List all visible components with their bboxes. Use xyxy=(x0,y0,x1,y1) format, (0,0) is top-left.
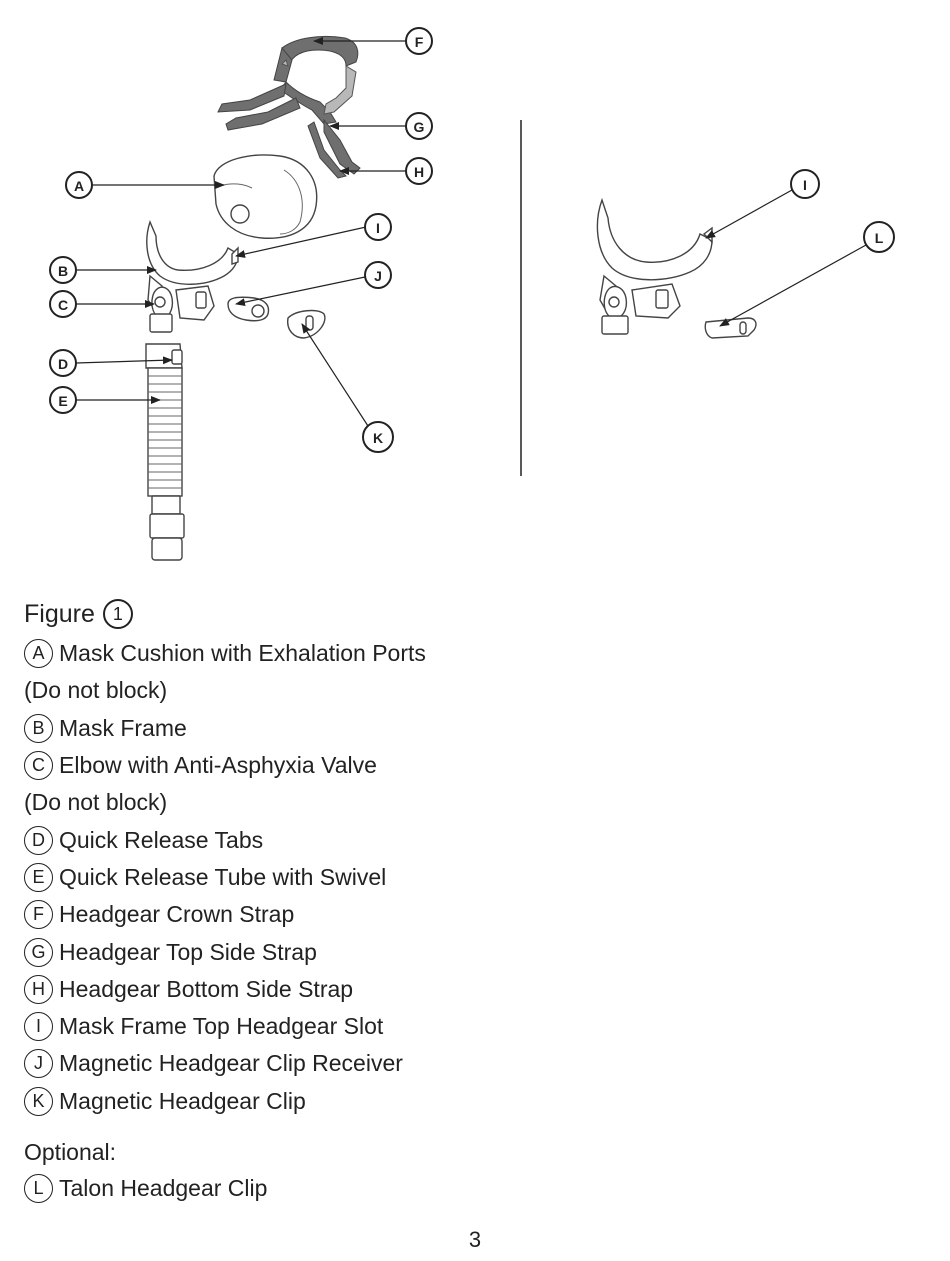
legend-letter-badge: H xyxy=(24,974,53,1004)
callout-e: E xyxy=(49,386,77,414)
legend-note-text: (Do not block) xyxy=(24,789,168,816)
svg-text:K: K xyxy=(373,430,383,446)
mask-frame-drawing-left xyxy=(146,220,239,333)
svg-text:B: B xyxy=(58,263,68,279)
legend-item-note: (Do not block) xyxy=(24,784,624,821)
legend-item-note: (Do not block) xyxy=(24,672,624,709)
legend-item-label: Talon Headgear Clip xyxy=(59,1175,268,1201)
legend-item-label: Elbow with Anti-Asphyxia Valve xyxy=(59,752,377,779)
legend-letter-badge: C xyxy=(24,751,53,781)
svg-text:C: C xyxy=(58,297,68,313)
callout-a: A xyxy=(65,171,93,199)
callout-i-left: I xyxy=(364,213,392,241)
leader-lines xyxy=(75,37,867,427)
figure-number-badge: 1 xyxy=(102,599,133,629)
callout-b: B xyxy=(49,256,77,284)
svg-text:H: H xyxy=(414,164,424,180)
legend-item-label: Headgear Crown Strap xyxy=(59,901,295,928)
callout-g: G xyxy=(405,112,433,140)
mask-cushion-drawing xyxy=(213,154,318,239)
legend-item-label: Magnetic Headgear Clip xyxy=(59,1087,306,1114)
legend-letter-badge: D xyxy=(24,825,53,855)
legend-letter-badge: L xyxy=(24,1174,53,1203)
legend-item-label: Quick Release Tabs xyxy=(59,826,264,853)
figure-title: Figure 1 xyxy=(24,597,624,631)
legend-note-text: (Do not block) xyxy=(24,677,168,704)
legend-item-label: Headgear Top Side Strap xyxy=(59,938,317,965)
callout-d: D xyxy=(49,349,77,377)
legend-item-label: Mask Cushion with Exhalation Ports xyxy=(59,640,426,667)
legend-item-label: Magnetic Headgear Clip Receiver xyxy=(59,1050,403,1077)
legend-letter-badge: F xyxy=(24,900,53,930)
svg-text:F: F xyxy=(415,34,424,50)
headgear-drawing xyxy=(217,35,361,179)
figure-1-illustration: F G H A I B J C D E K I L xyxy=(49,27,895,561)
callout-i-right: I xyxy=(790,169,820,199)
svg-text:E: E xyxy=(58,393,67,409)
callout-h: H xyxy=(405,157,433,185)
callout-k: K xyxy=(362,421,394,453)
svg-text:I: I xyxy=(803,177,807,193)
svg-text:I: I xyxy=(376,220,380,236)
legend-letter-badge: K xyxy=(24,1086,53,1116)
mask-frame-drawing-right xyxy=(596,197,757,339)
svg-text:A: A xyxy=(74,178,84,194)
legend-letter-badge: E xyxy=(24,862,53,892)
optional-heading: Optional: xyxy=(24,1139,117,1166)
legend-letter-badge: A xyxy=(24,639,53,669)
callout-l: L xyxy=(863,221,895,253)
legend-letter-badge: B xyxy=(24,713,53,743)
legend-item-label: Quick Release Tube with Swivel xyxy=(59,863,387,890)
callout-c: C xyxy=(49,290,77,318)
legend-letter-badge: G xyxy=(24,937,53,967)
legend-letter-badge: J xyxy=(24,1049,53,1079)
svg-text:J: J xyxy=(374,268,382,284)
legend-item-label: Mask Frame xyxy=(59,714,187,741)
clip-parts-drawing xyxy=(227,296,326,339)
legend-item-label: Headgear Bottom Side Strap xyxy=(59,975,354,1002)
tube-drawing xyxy=(145,343,185,561)
svg-text:D: D xyxy=(58,356,68,372)
legend-letter-badge: I xyxy=(24,1012,53,1042)
callout-f: F xyxy=(405,27,433,55)
svg-text:G: G xyxy=(414,119,425,135)
callout-j: J xyxy=(364,261,392,289)
legend-item-label: Mask Frame Top Headgear Slot xyxy=(59,1013,384,1040)
page-number: 3 xyxy=(468,1227,482,1252)
figure-title-text: Figure xyxy=(24,600,95,628)
svg-text:L: L xyxy=(875,230,884,246)
